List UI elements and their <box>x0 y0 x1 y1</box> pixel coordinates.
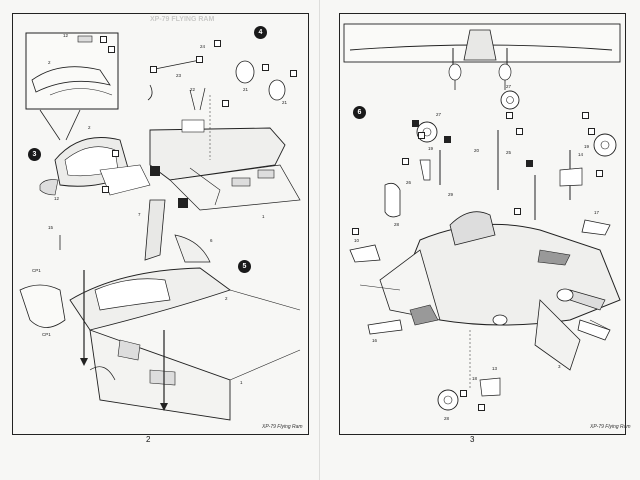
glue-icon <box>112 150 119 157</box>
canopy-frame-detail <box>31 66 111 93</box>
part-label: CP1 <box>32 268 41 273</box>
page-number: 3 <box>470 435 475 444</box>
glue-icon <box>412 120 419 127</box>
part-label: 15 <box>48 225 54 230</box>
footer-title: XP-79 Flying Ram <box>590 424 631 430</box>
footer-title: XP-79 Flying Ram <box>262 424 303 430</box>
strut-part-13 <box>479 377 501 397</box>
part-label: 21 <box>282 100 288 105</box>
glue-icon <box>102 186 109 193</box>
part-label: CP1 <box>42 332 51 337</box>
glue-icon <box>214 40 221 47</box>
part-label: 2 <box>225 296 228 301</box>
glue-icon <box>150 66 157 73</box>
glue-icon <box>290 70 297 77</box>
glue-icon <box>262 64 269 71</box>
part-label: 27 <box>506 84 512 89</box>
instruction-page-left: XP-79 FLYING RAM <box>12 13 309 444</box>
page-frame-left <box>12 13 309 435</box>
part-label: 19 <box>428 146 434 151</box>
step-number-3: 3 <box>28 148 41 161</box>
cockpit-part-29 <box>449 211 496 246</box>
assembly-diagram-right <box>343 23 621 411</box>
part-label: 17 <box>594 210 600 215</box>
page-frame-right <box>339 13 626 435</box>
rod-part-24 <box>149 59 201 71</box>
glue-icon <box>402 158 409 165</box>
glue-icon <box>100 36 107 43</box>
glue-icon <box>588 128 595 135</box>
glue-icon <box>514 208 521 215</box>
part-label: 7 <box>138 212 141 217</box>
part-label: 14 <box>578 152 584 157</box>
glue-icon <box>444 136 451 143</box>
glue-icon <box>352 228 359 235</box>
glue-icon <box>506 112 513 119</box>
part-label: 26 <box>406 180 412 185</box>
wheel-part-19 <box>593 133 617 157</box>
tail-fin-part <box>144 199 166 261</box>
glue-icon <box>108 46 115 53</box>
part-label: 13 <box>492 366 498 371</box>
part-label: 27 <box>436 112 442 117</box>
wheel-part-21 <box>235 60 255 84</box>
part-label: 28 <box>394 222 400 227</box>
part-label: 2 <box>48 60 51 65</box>
fuselage-upper <box>149 127 286 181</box>
glue-icon <box>460 390 467 397</box>
page-number: 2 <box>146 435 151 444</box>
part-label: 19 <box>584 144 590 149</box>
part-label: 12 <box>54 196 60 201</box>
part-label: 20 <box>474 148 480 153</box>
glue-icon <box>596 170 603 177</box>
panel-part-16 <box>367 319 403 335</box>
part-label: 29 <box>448 192 454 197</box>
assembly-diagram-left <box>19 32 301 421</box>
glue-icon <box>418 132 425 139</box>
part-12-piece <box>39 179 59 196</box>
seat-part <box>384 182 401 218</box>
panel-part-10 <box>349 244 381 263</box>
part-label: 21 <box>243 87 249 92</box>
part-label: 6 <box>210 238 213 243</box>
glue-icon <box>178 198 188 208</box>
wheel-part-28 <box>437 389 459 411</box>
glue-icon <box>150 166 160 176</box>
part-label: 1 <box>240 380 243 385</box>
glue-icon <box>526 160 533 167</box>
wing-part-3 <box>534 299 581 371</box>
step-number-6: 6 <box>353 106 366 119</box>
step-number-4: 4 <box>254 26 267 39</box>
part-label: 1 <box>262 214 265 219</box>
part-label: 10 <box>354 238 360 243</box>
part-label: 23 <box>176 73 182 78</box>
wheel-part-27 <box>500 90 520 110</box>
part-label: 18 <box>472 376 478 381</box>
canopy-part-cp1 <box>19 284 66 328</box>
part-label: 12 <box>63 33 69 38</box>
part-label: 2 <box>88 125 91 130</box>
part-label: 22 <box>190 87 196 92</box>
part-label: 28 <box>444 416 450 421</box>
glue-icon <box>582 112 589 119</box>
part-label: 25 <box>506 150 512 155</box>
detail-inset-box <box>25 32 119 110</box>
panel-part-17 <box>581 219 611 236</box>
glue-icon <box>516 128 523 135</box>
step-number-5: 5 <box>238 260 251 273</box>
ghost-header-text: XP-79 FLYING RAM <box>150 16 215 23</box>
part-label: 24 <box>200 44 206 49</box>
glue-icon <box>196 56 203 63</box>
instruction-page-right: 6 27 27 19 20 25 14 19 26 29 28 10 17 16… <box>320 0 640 480</box>
part-label: 3 <box>558 364 561 369</box>
part-label: 16 <box>372 338 378 343</box>
glue-icon <box>222 100 229 107</box>
seat-part <box>181 119 205 133</box>
glue-icon <box>478 404 485 411</box>
